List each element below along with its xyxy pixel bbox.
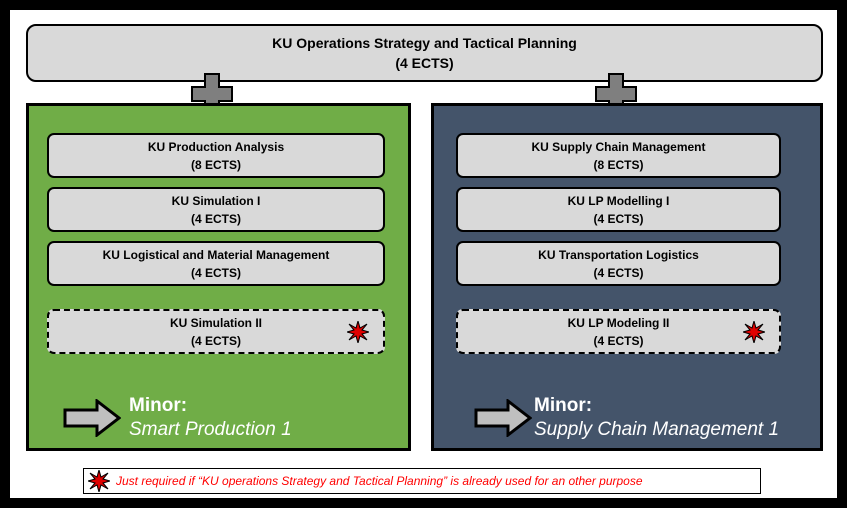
- minor-label-block: Minor: Smart Production 1: [129, 394, 292, 442]
- course-title: KU Supply Chain Management: [531, 139, 706, 154]
- course-title: KU Transportation Logistics: [538, 247, 699, 262]
- course-ects: (4 ECTS): [593, 333, 644, 348]
- course-box: KU LP Modelling I (4 ECTS): [456, 187, 781, 232]
- course-ects: (4 ECTS): [593, 211, 644, 226]
- course-ects: (8 ECTS): [593, 157, 644, 172]
- course-box: KU Transportation Logistics (4 ECTS): [456, 241, 781, 286]
- footnote-text: Just required if “KU operations Strategy…: [116, 474, 643, 488]
- diagram-frame: KU Operations Strategy and Tactical Plan…: [10, 10, 837, 498]
- footnote-box: Just required if “KU operations Strategy…: [83, 468, 761, 494]
- minor-label-block: Minor: Supply Chain Management 1: [534, 394, 779, 442]
- course-box: KU Logistical and Material Management (4…: [47, 241, 385, 286]
- course-box: KU Supply Chain Management (8 ECTS): [456, 133, 781, 178]
- optional-course-box: KU LP Modeling II (4 ECTS): [456, 309, 781, 354]
- course-ects: (4 ECTS): [190, 265, 241, 280]
- course-title: KU LP Modelling I: [567, 193, 670, 208]
- course-ects: (4 ECTS): [190, 211, 241, 226]
- course-ects: (4 ECTS): [593, 265, 644, 280]
- minor-name: Supply Chain Management 1: [534, 419, 780, 440]
- course-ects: (8 ECTS): [190, 157, 241, 172]
- course-box: KU Simulation I (4 ECTS): [47, 187, 385, 232]
- course-title: KU Simulation II: [169, 315, 262, 330]
- course-box: KU Production Analysis (8 ECTS): [47, 133, 385, 178]
- panel-smart-production: KU Production Analysis (8 ECTS) KU Simul…: [26, 103, 411, 451]
- course-title: KU LP Modeling II: [567, 315, 670, 330]
- arrow-right-icon: [474, 399, 532, 437]
- star-burst-icon: [88, 470, 110, 492]
- star-burst-icon: [743, 321, 765, 343]
- arrow-right-icon: [63, 399, 121, 437]
- course-title: KU Production Analysis: [147, 139, 285, 154]
- course-title: KU Simulation I: [171, 193, 261, 208]
- minor-name: Smart Production 1: [129, 419, 292, 440]
- required-course-title: KU Operations Strategy and Tactical Plan…: [272, 35, 577, 51]
- optional-course-box: KU Simulation II (4 ECTS): [47, 309, 385, 354]
- star-burst-icon: [347, 321, 369, 343]
- required-course-box: KU Operations Strategy and Tactical Plan…: [26, 24, 823, 82]
- panel-supply-chain: KU Supply Chain Management (8 ECTS) KU L…: [431, 103, 823, 451]
- minor-label: Minor:: [534, 395, 593, 416]
- course-ects: (4 ECTS): [190, 333, 241, 348]
- minor-label: Minor:: [129, 395, 188, 416]
- course-title: KU Logistical and Material Management: [102, 247, 330, 262]
- required-course-ects: (4 ECTS): [395, 55, 454, 71]
